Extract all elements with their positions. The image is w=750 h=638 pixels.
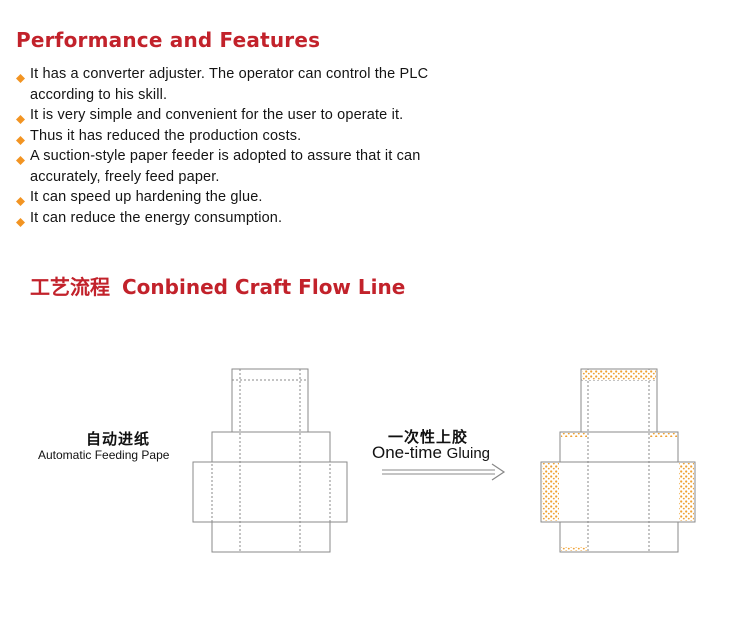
lower-panel [211,521,331,553]
feature-text: It has a converter adjuster. The operato… [30,66,429,82]
diamond-bullet-icon [16,213,25,227]
list-item: It has a converter adjuster. The operato… [16,64,428,105]
list-item: It can speed up hardening the glue. [16,187,428,208]
glue-label-en: One-time Gluing [372,443,490,463]
list-item: It is very simple and convenient for the… [16,105,428,126]
list-item: It can reduce the energy consumption. [16,208,428,229]
glue-label-cn: 一次性上胶 [388,429,469,446]
diamond-bullet-icon [16,69,25,83]
glue-label-en-a: One-time [372,443,442,462]
feature-text: It can reduce the energy consumption. [30,209,283,226]
glue-label-en-b: Gluing [446,445,491,462]
feature-text: It can speed up hardening the glue. [30,189,263,205]
diamond-bullet-icon [16,110,25,124]
arrow-right-icon [382,463,506,481]
glued-lower-panel [559,521,679,553]
section-title-flow: 工艺流程 Conbined Craft Flow Line [30,271,405,300]
upper-panel [211,431,331,463]
feed-label-cn: 自动进纸 [86,431,151,448]
top-flap [231,368,309,433]
feature-text: It is very simple and convenient for the… [30,107,404,123]
flow-title-en: Conbined Craft Flow Line [122,275,406,299]
glued-middle-panel [540,461,696,523]
list-item: A suction-style paper feeder is adopted … [16,146,428,187]
middle-panel [192,461,348,523]
diamond-bullet-icon [16,131,25,145]
section-title-performance: Performance and Features [16,28,321,52]
glued-fold-lines [560,369,678,552]
feature-text-continued: accurately, freely feed paper. [30,168,220,185]
glue-area [542,370,694,551]
feature-text: A suction-style paper feeder is adopted … [30,148,421,164]
fold-lines [211,369,331,552]
feed-label-en: Automatic Feeding Pape [38,448,170,462]
feature-text: Thus it has reduced the production costs… [30,127,302,144]
diamond-bullet-icon [16,192,25,206]
flow-title-cn: 工艺流程 [30,275,110,299]
feature-text-continued: according to his skill. [30,86,168,103]
list-item: Thus it has reduced the production costs… [16,126,428,147]
feature-list: It has a converter adjuster. The operato… [16,64,428,228]
diamond-bullet-icon [16,151,25,165]
